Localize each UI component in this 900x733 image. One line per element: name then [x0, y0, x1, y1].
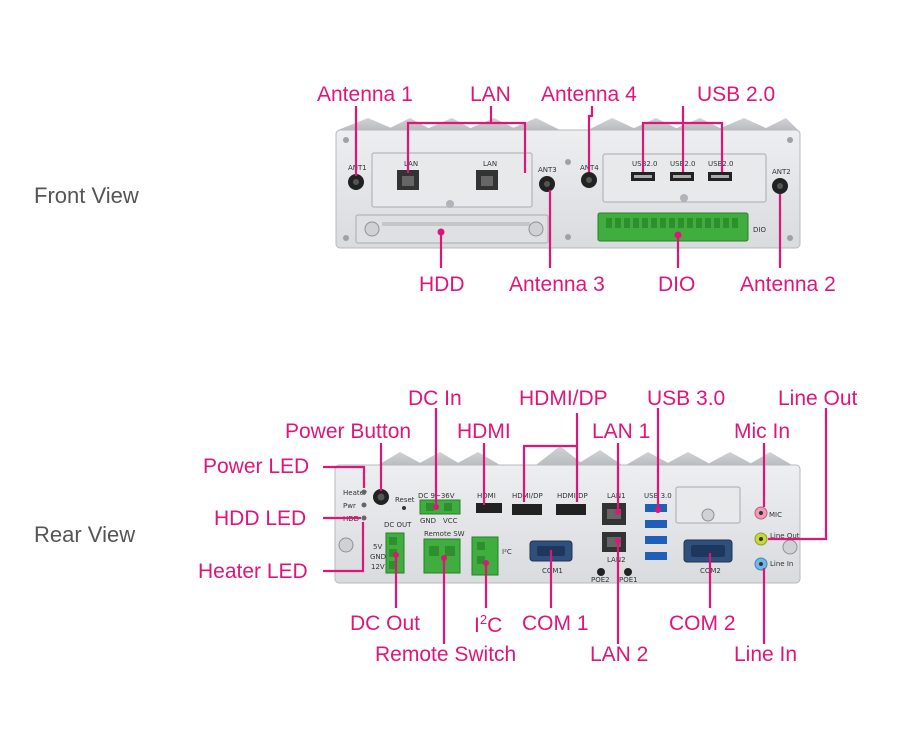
rear-dcout-text: DC OUT — [384, 521, 412, 529]
rear-hdmidp-text-b: HDMI/DP — [557, 492, 588, 500]
rear-linein-text: Line In — [770, 560, 793, 568]
front-ant1-text: ANT1 — [348, 164, 367, 172]
rear-gnd-out-text: GND — [370, 553, 386, 561]
rear-mic-text: MIC — [769, 511, 782, 519]
label-hdmi-dp: HDMI/DP — [519, 387, 608, 410]
label-dc-in: DC In — [408, 387, 462, 410]
label-i2c-prefix: I — [474, 614, 480, 637]
label-usb-2-0: USB 2.0 — [697, 83, 776, 106]
front-ant3-text: ANT3 — [538, 166, 557, 174]
rear-device: Heater Pwr HDD Reset DC 9~36V GND VCC DC… — [334, 446, 801, 584]
label-usb-3-0: USB 3.0 — [647, 387, 726, 410]
rear-gnd-text: GND — [420, 517, 436, 525]
front-leader-lines — [354, 106, 782, 268]
front-device: ANT1 LAN LAN ANT3 ANT4 USB2.0 USB2.0 USB… — [335, 118, 801, 249]
label-dio: DIO — [658, 273, 696, 296]
rear-lineout-text: Line Out — [770, 532, 800, 540]
rear-lan2-text: LAN2 — [607, 556, 626, 564]
label-antenna-2: Antenna 2 — [740, 273, 836, 296]
label-antenna-1: Antenna 1 — [317, 83, 413, 106]
rear-view-title: Rear View — [34, 522, 136, 547]
label-dc-out: DC Out — [350, 612, 421, 635]
rear-hdmidp-text-a: HDMI/DP — [512, 492, 543, 500]
label-lan-2: LAN 2 — [590, 643, 649, 666]
rear-hdmi-text: HDMI — [477, 492, 496, 500]
rear-pwr-text: Pwr — [343, 502, 356, 510]
rear-remote-text: Remote SW — [424, 530, 465, 538]
rear-com1-text: COM1 — [542, 567, 563, 575]
label-com-2: COM 2 — [669, 612, 736, 635]
label-lan-1: LAN 1 — [592, 420, 651, 443]
front-usb-text-a: USB2.0 — [632, 160, 658, 168]
label-heater-led: Heater LED — [198, 560, 308, 583]
rear-lan1-text: LAN1 — [607, 492, 626, 500]
rear-heater-text: Heater — [343, 489, 367, 497]
front-usb-text-c: USB2.0 — [708, 160, 734, 168]
rear-leader-lines — [323, 408, 828, 644]
label-i2c: I2C — [474, 613, 502, 636]
label-mic-in: Mic In — [734, 420, 791, 443]
rear-5v-text: 5V — [373, 543, 382, 551]
label-antenna-3: Antenna 3 — [509, 273, 605, 296]
label-hdd-led: HDD LED — [214, 507, 307, 530]
label-com-1: COM 1 — [522, 612, 589, 635]
label-line-out: Line Out — [778, 387, 858, 410]
label-line-in: Line In — [734, 643, 798, 666]
rear-poe1-text: POE1 — [619, 576, 638, 584]
front-view-title: Front View — [34, 183, 139, 208]
label-i2c-suffix: C — [487, 614, 503, 637]
rear-12v-text: 12V — [371, 563, 385, 571]
label-antenna-4: Antenna 4 — [541, 83, 637, 106]
label-i2c-sup: 2 — [479, 612, 488, 627]
rear-vcc-text: VCC — [443, 517, 458, 525]
rear-poe2-text: POE2 — [591, 576, 610, 584]
label-remote-switch: Remote Switch — [375, 643, 517, 666]
label-hdmi: HDMI — [457, 420, 511, 443]
label-lan: LAN — [470, 83, 511, 106]
rear-reset-text: Reset — [395, 496, 415, 504]
rear-heatsink — [378, 446, 792, 465]
label-power-button: Power Button — [285, 420, 412, 443]
front-lan-text-b: LAN — [483, 160, 497, 168]
label-hdd: HDD — [419, 273, 465, 296]
rear-i2c-text: I²C — [502, 548, 512, 556]
front-dio-text: DIO — [753, 226, 766, 234]
front-ant2-text: ANT2 — [772, 168, 791, 176]
label-power-led: Power LED — [203, 455, 310, 478]
front-lan-text-a: LAN — [404, 160, 418, 168]
